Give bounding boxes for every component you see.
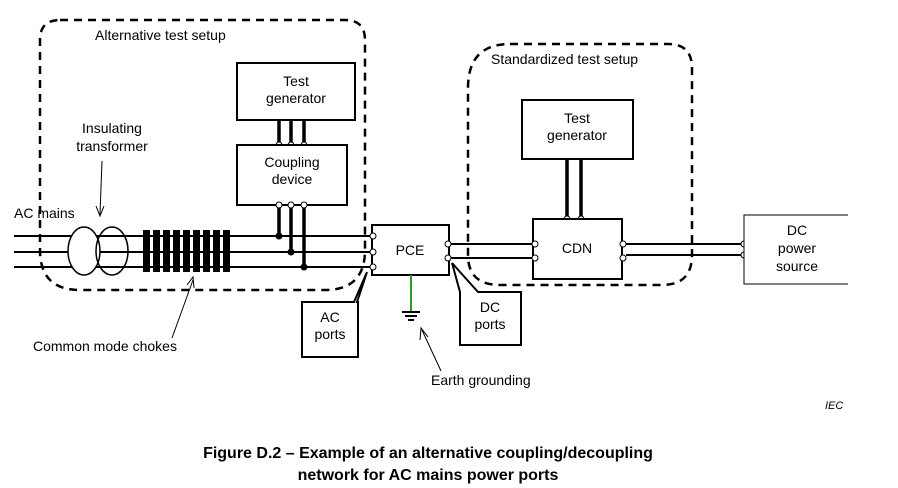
alternative-setup-region — [38, 18, 367, 292]
dc-power-source-label-3: source — [776, 258, 818, 274]
common-mode-chokes-arrow — [171, 275, 195, 339]
test-generator-std-label-1: Test — [564, 110, 590, 126]
dc-power-source-box — [743, 214, 848, 285]
dc-power-source-label-1: DC — [787, 222, 807, 238]
earth-grounding-arrow — [419, 326, 442, 372]
ac-ports-label-1: AC — [320, 309, 339, 325]
coupling-device-box — [236, 144, 348, 206]
ac-mains-label: AC mains — [14, 205, 75, 221]
figure-caption-line-2: network for AC mains power ports — [298, 467, 559, 484]
alternative-setup-label: Alternative test setup — [95, 27, 226, 43]
coupling-device-label-2: device — [272, 171, 313, 187]
insulating-transformer-arrow — [95, 160, 105, 218]
insulating-transformer-label-1: Insulating — [82, 120, 142, 136]
pce-label: PCE — [396, 242, 425, 258]
dc-ports-label-2: ports — [474, 316, 505, 332]
dc-ports-callout — [451, 262, 522, 346]
dc-power-source-label-2: power — [778, 240, 816, 256]
iec-mark: IEC — [825, 400, 843, 412]
pce-box — [371, 224, 450, 276]
test-generator-std-box — [521, 99, 634, 160]
common-mode-chokes-label: Common mode chokes — [33, 338, 177, 354]
ac-ports-callout — [301, 271, 368, 358]
standardized-setup-label: Standardized test setup — [491, 51, 638, 67]
test-generator-std-label-2: generator — [547, 127, 607, 143]
figure-caption-line-1: Figure D.2 – Example of an alternative c… — [203, 445, 653, 462]
ac-ports-label-2: ports — [314, 326, 345, 342]
coupling-device-label-1: Coupling — [264, 154, 319, 170]
ground-symbol — [402, 311, 420, 321]
standardized-setup-region — [466, 42, 694, 287]
cdn-box — [532, 218, 623, 280]
dc-ports-label-1: DC — [480, 299, 500, 315]
common-mode-chokes-symbol — [143, 230, 230, 272]
test-generator-alt-label-2: generator — [266, 90, 326, 106]
earth-grounding-label: Earth grounding — [431, 372, 531, 388]
cdn-label: CDN — [562, 240, 592, 256]
test-generator-alt-box — [236, 62, 356, 121]
insulating-transformer-label-2: transformer — [76, 138, 148, 154]
test-generator-alt-label-1: Test — [283, 73, 309, 89]
insulating-transformer-symbol — [14, 226, 129, 276]
